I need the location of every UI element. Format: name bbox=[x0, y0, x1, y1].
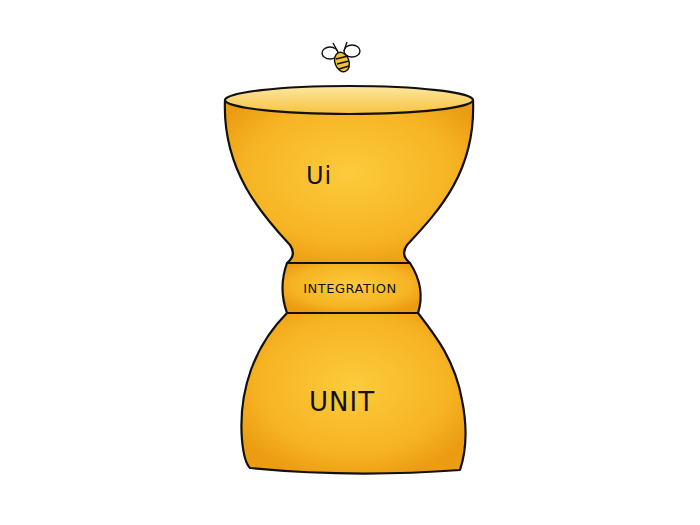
bowl-rim bbox=[225, 86, 473, 114]
bee-stripes bbox=[336, 56, 349, 69]
band-label: INTEGRATION bbox=[303, 282, 396, 295]
band-shape bbox=[283, 263, 421, 313]
bee bbox=[322, 42, 360, 74]
band-label: Ui bbox=[306, 164, 332, 188]
unit-band: UNIT bbox=[234, 311, 476, 483]
bee-body bbox=[332, 50, 352, 74]
integration-band: INTEGRATION bbox=[274, 261, 428, 315]
band-shape bbox=[241, 313, 465, 474]
band-label: UNIT bbox=[309, 389, 375, 415]
band-shape bbox=[225, 100, 473, 263]
ui-band: Ui bbox=[218, 82, 480, 265]
bee-antennae bbox=[333, 42, 347, 52]
band-outline bbox=[218, 82, 480, 265]
